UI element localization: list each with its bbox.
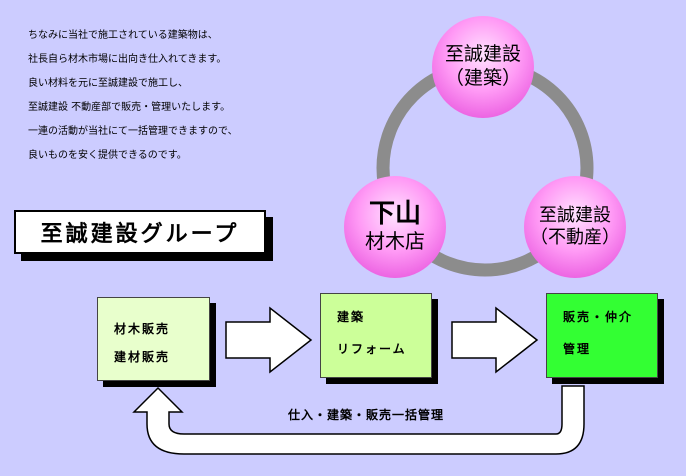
arrow-construction-to-sales [451, 306, 539, 374]
intro-line: 一連の活動が当社にて一括管理できますので、 [28, 126, 238, 137]
circle-label: 至誠建設 [444, 43, 521, 66]
intro-line: 良いものを安く提供できるのです。 [28, 150, 187, 161]
intro-line: 至誠建設 不動産部で販売・管理いたします。 [28, 102, 231, 113]
circle-shimoyama-lumber: 下山 材木店 [344, 176, 446, 278]
box-label: 建材販売 [114, 350, 171, 364]
box-label: リフォーム [337, 342, 407, 356]
box-label: 管理 [563, 342, 592, 356]
intro-line: 良い材料を元に至誠建設で施工し、 [28, 78, 188, 89]
loop-label: 仕入・建築・販売一括管理 [288, 408, 445, 422]
circle-sublabel: （建築） [444, 67, 521, 89]
intro-line: ちなみに当社で施工されている建築物は、 [28, 30, 218, 41]
box-sales-management: 販売・仲介 管理 [546, 293, 658, 378]
box-lumber-sales: 材木販売 建材販売 [97, 297, 210, 381]
circle-sublabel: 材木店 [365, 228, 425, 253]
arrow-lumber-to-construction [225, 306, 313, 374]
intro-line: 社長自ら材木市場に出向き仕入れてきます。 [28, 54, 227, 65]
circle-sublabel: （不動産） [530, 227, 620, 248]
intro-text: ちなみに当社で施工されている建築物は、 社長自ら材木市場に出向き仕入れてきます。… [28, 24, 328, 168]
box-label: 建築 [337, 310, 366, 324]
box-label: 販売・仲介 [563, 310, 634, 324]
box-construction: 建築 リフォーム [320, 293, 432, 378]
circle-label: 下山 [368, 199, 421, 230]
circle-label: 至誠建設 [539, 204, 611, 226]
box-label: 材木販売 [114, 322, 171, 336]
return-arrow [132, 385, 585, 455]
circle-shisei-realestate: 至誠建設 （不動産） [524, 176, 626, 278]
circle-shisei-construction: 至誠建設 （建築） [432, 16, 534, 118]
group-title: 至誠建設グループ [14, 210, 266, 254]
